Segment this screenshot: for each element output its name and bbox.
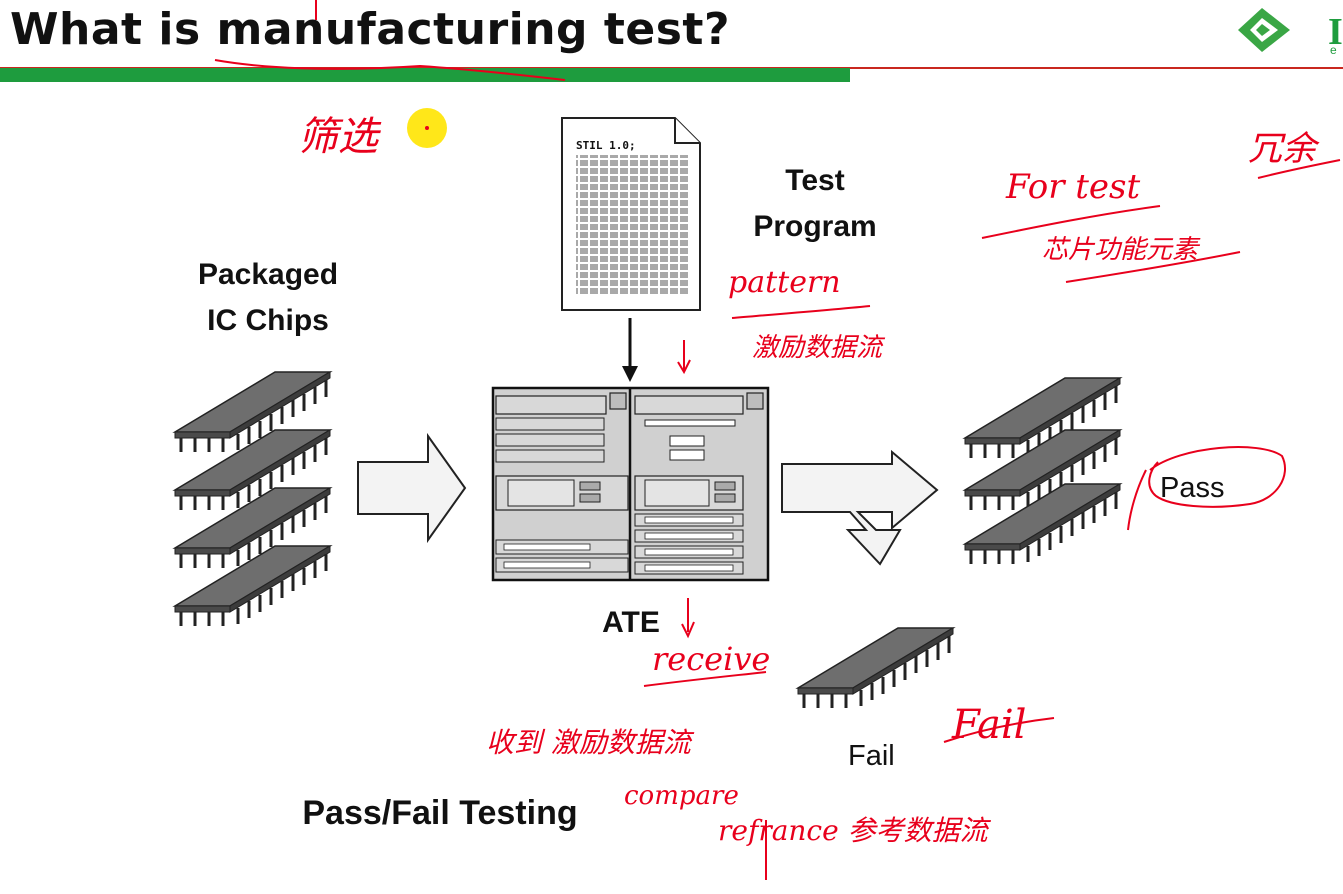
down-arrow-head [622,366,638,382]
note-pattern: pattern [728,265,841,300]
packaged-line1: Packaged [197,258,339,291]
split-arrow-icon [781,449,939,566]
note-top-left: 筛选 [298,114,382,160]
note-compare: compare [624,781,739,811]
note-for-test-cn: 芯片功能元素 [1042,235,1201,265]
note-for-test: For test [1005,167,1140,207]
pass-fail-caption: Pass/Fail Testing [302,794,578,832]
slide-title: What is manufacturing test? [10,4,730,55]
test-program-file-icon: STIL 1.0; [561,117,701,311]
note-redundant-cn: 冗余 [1248,129,1320,169]
ate-machine-icon [491,386,770,582]
note-fail: Fail [951,702,1026,748]
packaged-line2: IC Chips [207,304,329,337]
handwritten-annotations: 筛选 pattern 激励数据流 For test 芯片功能元素 冗余 rece… [214,0,1341,880]
test-program-line2: Program [753,210,877,243]
note-reference: refrance 参考数据流 [718,814,992,847]
input-arrow-icon [357,432,467,544]
test-program-label: Test Program [730,158,900,250]
logo-letter: I [1328,11,1343,53]
packaged-chips-label: Packaged IC Chips [168,252,368,344]
note-receive: receive [652,640,770,678]
pass-chip-stack-icon [963,376,1122,566]
fail-label: Fail [848,740,895,772]
fail-chip-icon [796,626,955,710]
note-receive-cn: 收到 激励数据流 [486,726,695,759]
file-header-text: STIL 1.0; [576,139,636,152]
logo-sub: e [1330,43,1337,57]
ate-label: ATE [602,606,660,639]
header-bar-green [0,68,850,82]
pass-label: Pass [1160,472,1225,504]
brand-logo-icon: I e [1238,8,1343,57]
note-pattern-cn: 激励数据流 [752,333,886,363]
cursor-highlight [407,108,447,148]
test-program-line1: Test [785,164,845,197]
input-chip-stack-icon [173,370,332,628]
